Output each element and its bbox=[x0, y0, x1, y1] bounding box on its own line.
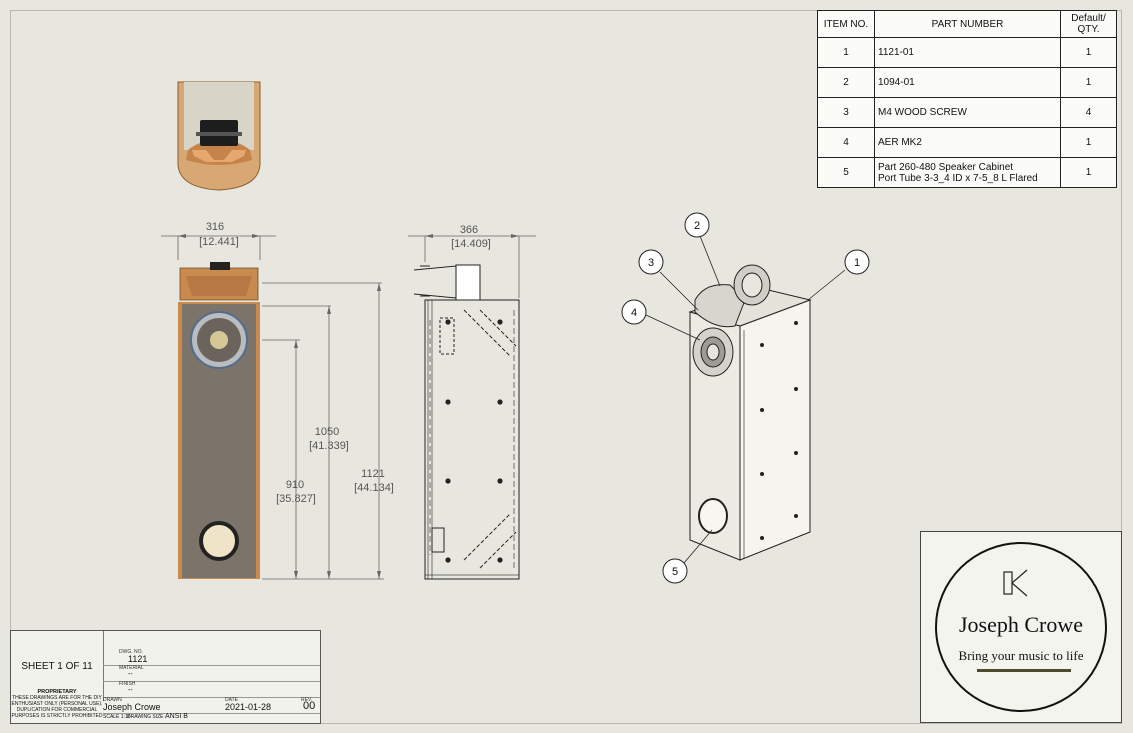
balloon-2: 2 bbox=[684, 212, 721, 287]
dimension-labels: 316 [12.441] 366 [14.409] 1050 [41.339] … bbox=[199, 221, 491, 505]
dim-side-width: 366 bbox=[460, 224, 478, 236]
dim-front-width-in: [12.441] bbox=[199, 236, 239, 248]
drawing-sheet-border bbox=[10, 10, 1122, 724]
proprietary-text: THESE DRAWINGS ARE FOR THE DIY ENTHUSIAS… bbox=[11, 695, 103, 719]
rev-label: REV. bbox=[301, 697, 313, 703]
dim-910: 910 bbox=[286, 479, 304, 491]
isometric-screws bbox=[760, 321, 798, 540]
brand-logo: Joseph Crowe Bring your music to life bbox=[920, 531, 1122, 723]
bom-qty: 1 bbox=[1060, 127, 1117, 158]
balloon-1: 1 bbox=[807, 249, 870, 301]
dim-910-in: [35.827] bbox=[276, 493, 316, 505]
dimension-arrows bbox=[178, 234, 519, 579]
bom-item-no: 1 bbox=[817, 37, 875, 68]
material-label: MATERIAL bbox=[119, 665, 144, 671]
bom-part-line-2: Port Tube 3-3_4 ID x 7-5_8 L Flared bbox=[878, 172, 1038, 184]
dim-1121: 1121 bbox=[361, 468, 385, 480]
balloon-4: 4 bbox=[621, 299, 701, 341]
bom-row: 3 M4 WOOD SCREW 4 bbox=[817, 97, 1117, 128]
speaker-icon bbox=[1003, 569, 1028, 597]
sheet-number-text: SHEET 1 OF 11 bbox=[21, 660, 93, 672]
bom-qty: 4 bbox=[1060, 97, 1117, 128]
svg-text:3: 3 bbox=[648, 257, 654, 269]
drawn-label: DRAWN bbox=[103, 697, 122, 703]
bom-qty: 1 bbox=[1060, 37, 1117, 68]
balloon-5: 5 bbox=[662, 529, 713, 584]
top-view bbox=[177, 81, 261, 191]
drawing-size-value: ANSI B bbox=[165, 713, 188, 720]
svg-text:5: 5 bbox=[672, 566, 678, 578]
dim-side-width-in: [14.409] bbox=[451, 238, 491, 250]
logo-name: Joseph Crowe bbox=[958, 612, 1084, 637]
date-label: DATE bbox=[225, 697, 238, 703]
bom-item-no: 5 bbox=[817, 157, 875, 188]
front-view bbox=[178, 262, 260, 579]
bom-part-number: 1094-01 bbox=[874, 67, 1061, 98]
bom-row: 5 Part 260-480 Speaker Cabinet Port Tube… bbox=[817, 157, 1117, 188]
bom-part-number: Part 260-480 Speaker Cabinet Port Tube 3… bbox=[874, 157, 1061, 188]
proprietary-title: PROPRIETARY bbox=[37, 689, 77, 695]
isometric-view bbox=[688, 264, 812, 561]
bom-part-number: 1121-01 bbox=[874, 37, 1061, 68]
dim-front-width: 316 bbox=[206, 221, 224, 233]
bom-row: 1 1121-01 1 bbox=[817, 37, 1117, 68]
svg-text:2: 2 bbox=[694, 220, 700, 232]
bom-item-no: 3 bbox=[817, 97, 875, 128]
material-row: MATERIAL -- bbox=[103, 665, 320, 682]
bom-header-row: ITEM NO. PART NUMBER Default/ QTY. bbox=[817, 10, 1117, 38]
svg-text:1: 1 bbox=[854, 257, 860, 269]
dim-1050: 1050 bbox=[315, 426, 339, 438]
bom-header-part: PART NUMBER bbox=[874, 10, 1061, 38]
dwg-label: DWG. NO. bbox=[119, 649, 143, 655]
logo-tagline: Bring your music to life bbox=[958, 648, 1084, 663]
bom-qty: 1 bbox=[1060, 67, 1117, 98]
logo-circle bbox=[935, 542, 1107, 712]
drawing-size-label: DRAWING SIZE bbox=[127, 714, 164, 720]
side-view bbox=[413, 264, 520, 580]
sheet-number: SHEET 1 OF 11 bbox=[11, 631, 104, 701]
date-value: 2021-01-28 bbox=[225, 702, 272, 712]
bom-header-qty: Default/ QTY. bbox=[1060, 10, 1117, 38]
scale-value: SCALE 1:16 bbox=[103, 714, 131, 720]
side-view-screws bbox=[445, 319, 503, 563]
rev-value: 00 bbox=[303, 700, 316, 712]
logo-underline bbox=[977, 669, 1071, 672]
balloon-3: 3 bbox=[638, 249, 699, 311]
bom-row: 4 AER MK2 1 bbox=[817, 127, 1117, 158]
scale-row: SCALE 1:16 DRAWING SIZE ANSI B bbox=[103, 713, 320, 723]
bom-part-number: AER MK2 bbox=[874, 127, 1061, 158]
finish-label: FINISH bbox=[119, 681, 136, 687]
dwg-row: DWG. NO. 1121 bbox=[103, 649, 320, 666]
material-value: -- bbox=[128, 671, 133, 678]
bom-header-item: ITEM NO. bbox=[817, 10, 875, 38]
bom-item-no: 2 bbox=[817, 67, 875, 98]
bom-row: 2 1094-01 1 bbox=[817, 67, 1117, 98]
svg-text:4: 4 bbox=[631, 307, 637, 319]
dim-1121-in: [44.134] bbox=[354, 482, 394, 494]
bom-part-line-1: Part 260-480 Speaker Cabinet bbox=[878, 161, 1014, 173]
bom-part-number: M4 WOOD SCREW bbox=[874, 97, 1061, 128]
finish-row: FINISH -- bbox=[103, 681, 320, 698]
title-block: SHEET 1 OF 11 PROPRIETARY THESE DRAWINGS… bbox=[10, 630, 321, 724]
drawn-row: DRAWN Joseph Crowe DATE 2021-01-28 REV. … bbox=[103, 697, 320, 714]
bom-qty: 1 bbox=[1060, 157, 1117, 188]
dwg-number: 1121 bbox=[128, 654, 148, 664]
bom-item-no: 4 bbox=[817, 127, 875, 158]
finish-value: -- bbox=[128, 687, 133, 694]
dim-1050-in: [41.339] bbox=[309, 440, 349, 452]
drawn-by: Joseph Crowe bbox=[103, 702, 161, 712]
bill-of-materials: ITEM NO. PART NUMBER Default/ QTY. 1 112… bbox=[817, 10, 1117, 188]
proprietary-notice: PROPRIETARY THESE DRAWINGS ARE FOR THE D… bbox=[11, 689, 103, 719]
